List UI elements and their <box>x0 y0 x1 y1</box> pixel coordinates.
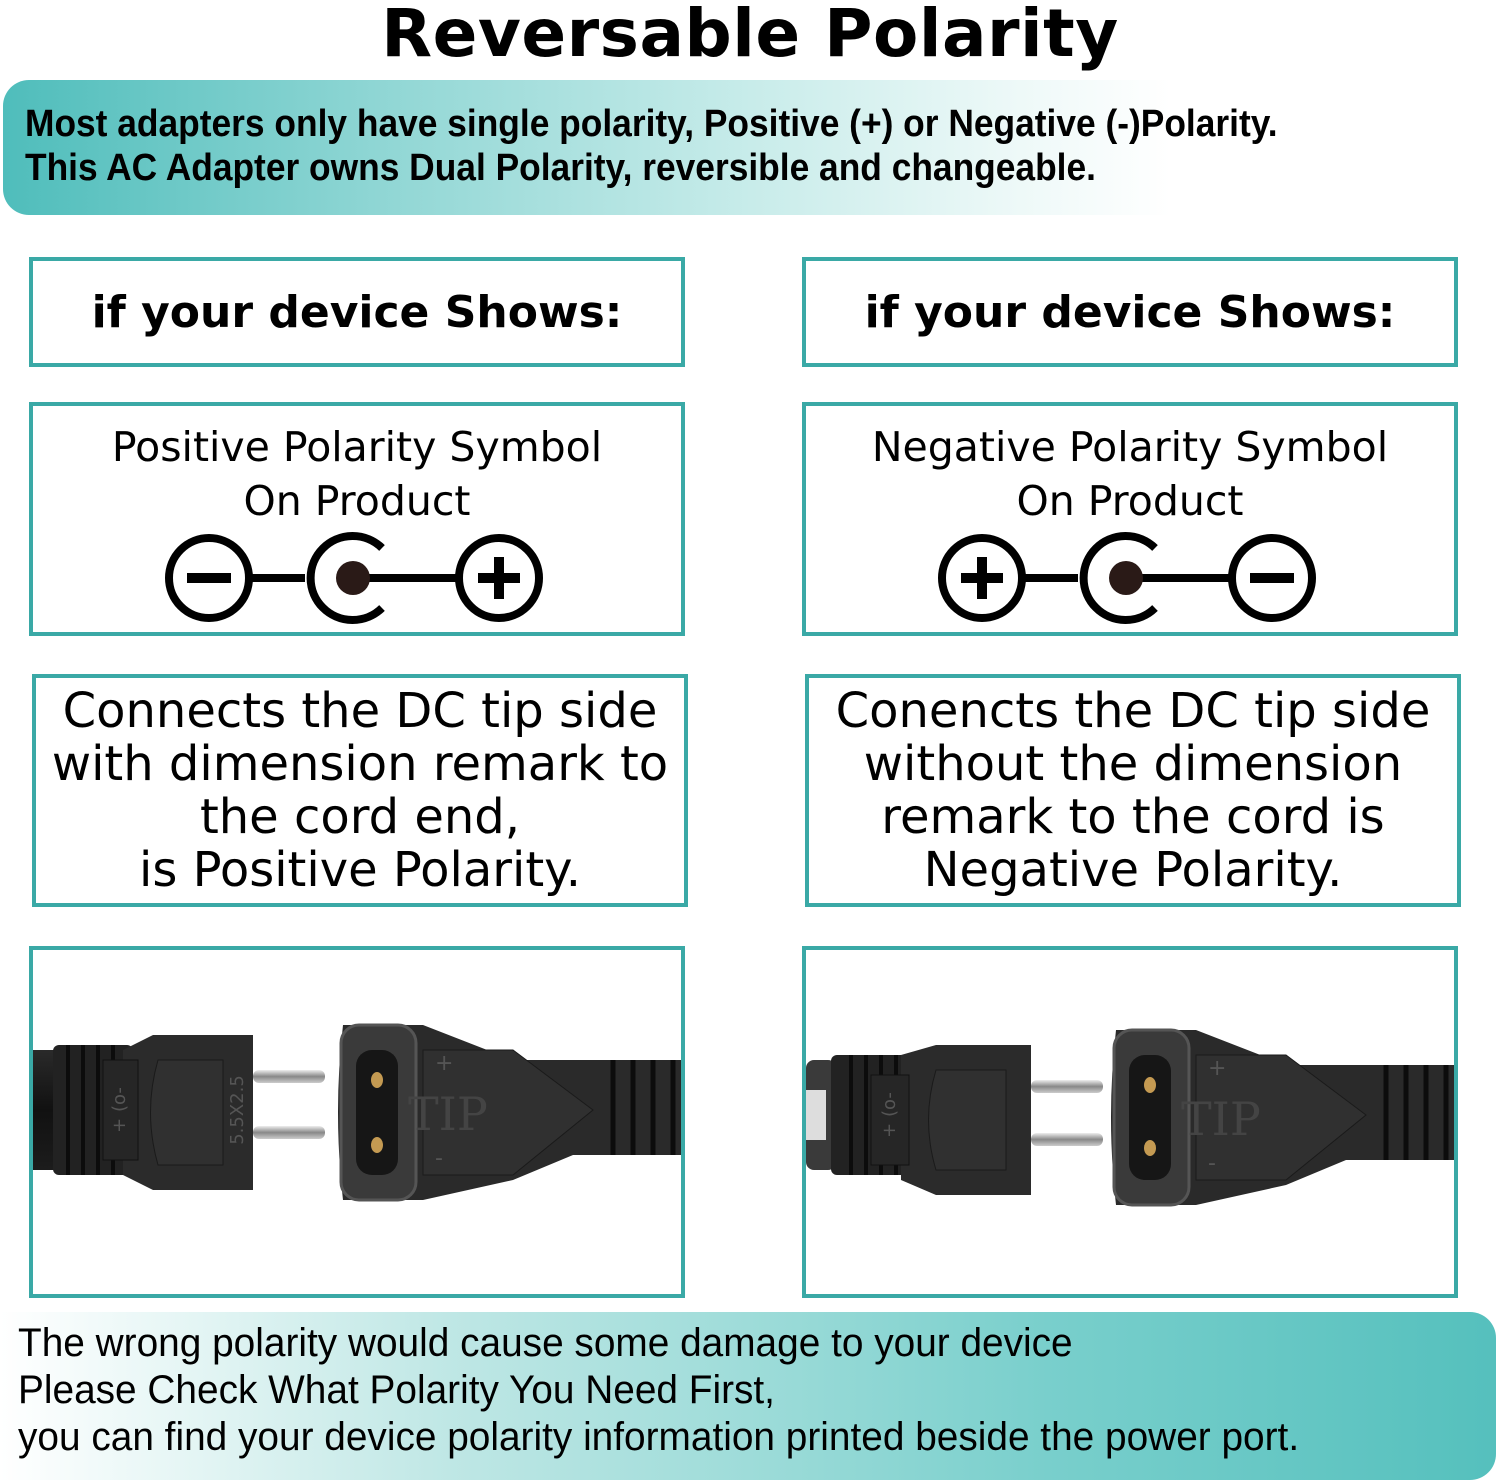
negative-desc-line-4: Negative Polarity. <box>923 841 1343 898</box>
svg-text:5.5X2.5: 5.5X2.5 <box>227 1075 248 1145</box>
right-header-box: if your device Shows: <box>802 257 1458 367</box>
top-banner-line-2: This AC Adapter owns Dual Polarity, reve… <box>25 147 1096 189</box>
bottom-banner-line-2: Please Check What Polarity You Need Firs… <box>18 1368 775 1412</box>
right-header-text: if your device Shows: <box>864 286 1396 338</box>
negative-desc-line-3: remark to the cord is <box>881 788 1385 845</box>
positive-symbol-label-1: Positive Polarity Symbol <box>111 423 603 471</box>
negative-symbol-box: Negative Polarity Symbol On Product <box>802 402 1458 636</box>
svg-text:TIP: TIP <box>408 1087 488 1141</box>
positive-symbol-label-2: On Product <box>243 477 471 525</box>
positive-desc-line-2: with dimension remark to <box>51 735 669 792</box>
plug-pin-bottom <box>253 1126 325 1139</box>
negative-polarity-symbol-icon <box>938 532 1316 624</box>
plug-pin-top <box>253 1070 325 1083</box>
page-title: Reversable Polarity <box>381 0 1119 72</box>
connector-photo-illustration: + (o- + - TIP <box>806 1028 1454 1207</box>
plus-circle-icon <box>455 534 543 622</box>
positive-desc-line-1: Connects the DC tip side <box>62 682 658 739</box>
svg-text:TIP: TIP <box>1181 1092 1261 1146</box>
svg-text:+ (o-: + (o- <box>109 1087 130 1133</box>
plug-pin-top <box>1031 1080 1103 1093</box>
svg-text:+: + <box>1208 1056 1226 1081</box>
connector-photo-illustration: + (o- 5.5X2.5 + - TIP <box>33 1023 681 1202</box>
negative-description-box: Conencts the DC tip side without the dim… <box>805 674 1461 907</box>
top-banner-line-1: Most adapters only have single polarity,… <box>25 103 1278 145</box>
negative-symbol-label-2: On Product <box>1016 477 1244 525</box>
left-header-box: if your device Shows: <box>29 257 685 367</box>
svg-text:-: - <box>1208 1151 1216 1176</box>
svg-text:+: + <box>435 1051 453 1076</box>
negative-connector-photo: + (o- + - TIP <box>802 946 1458 1298</box>
positive-description-box: Connects the DC tip side with dimension … <box>32 674 688 907</box>
positive-symbol-box: Positive Polarity Symbol On Product <box>29 402 685 636</box>
dc-barrel-icon <box>1079 532 1158 624</box>
positive-desc-line-3: the cord end, <box>199 788 521 845</box>
bottom-warning-banner: The wrong polarity would cause some dama… <box>0 1312 1496 1480</box>
svg-text:+ (o-: + (o- <box>879 1092 900 1138</box>
top-info-banner: Most adapters only have single polarity,… <box>3 80 1500 215</box>
positive-polarity-symbol-icon <box>165 532 543 624</box>
svg-text:-: - <box>435 1146 443 1171</box>
left-header-text: if your device Shows: <box>91 286 623 338</box>
dc-barrel-icon <box>306 532 385 624</box>
positive-connector-photo: + (o- 5.5X2.5 + - TIP <box>29 946 685 1298</box>
plug-pin-bottom <box>1031 1133 1103 1146</box>
minus-circle-icon <box>1228 534 1316 622</box>
negative-desc-line-1: Conencts the DC tip side <box>835 682 1431 739</box>
bottom-banner-line-1: The wrong polarity would cause some dama… <box>18 1321 1073 1365</box>
bottom-banner-line-3: you can find your device polarity inform… <box>18 1415 1300 1459</box>
negative-symbol-label-1: Negative Polarity Symbol <box>871 423 1389 471</box>
positive-desc-line-4: is Positive Polarity. <box>139 841 581 898</box>
negative-desc-line-2: without the dimension <box>863 735 1403 792</box>
